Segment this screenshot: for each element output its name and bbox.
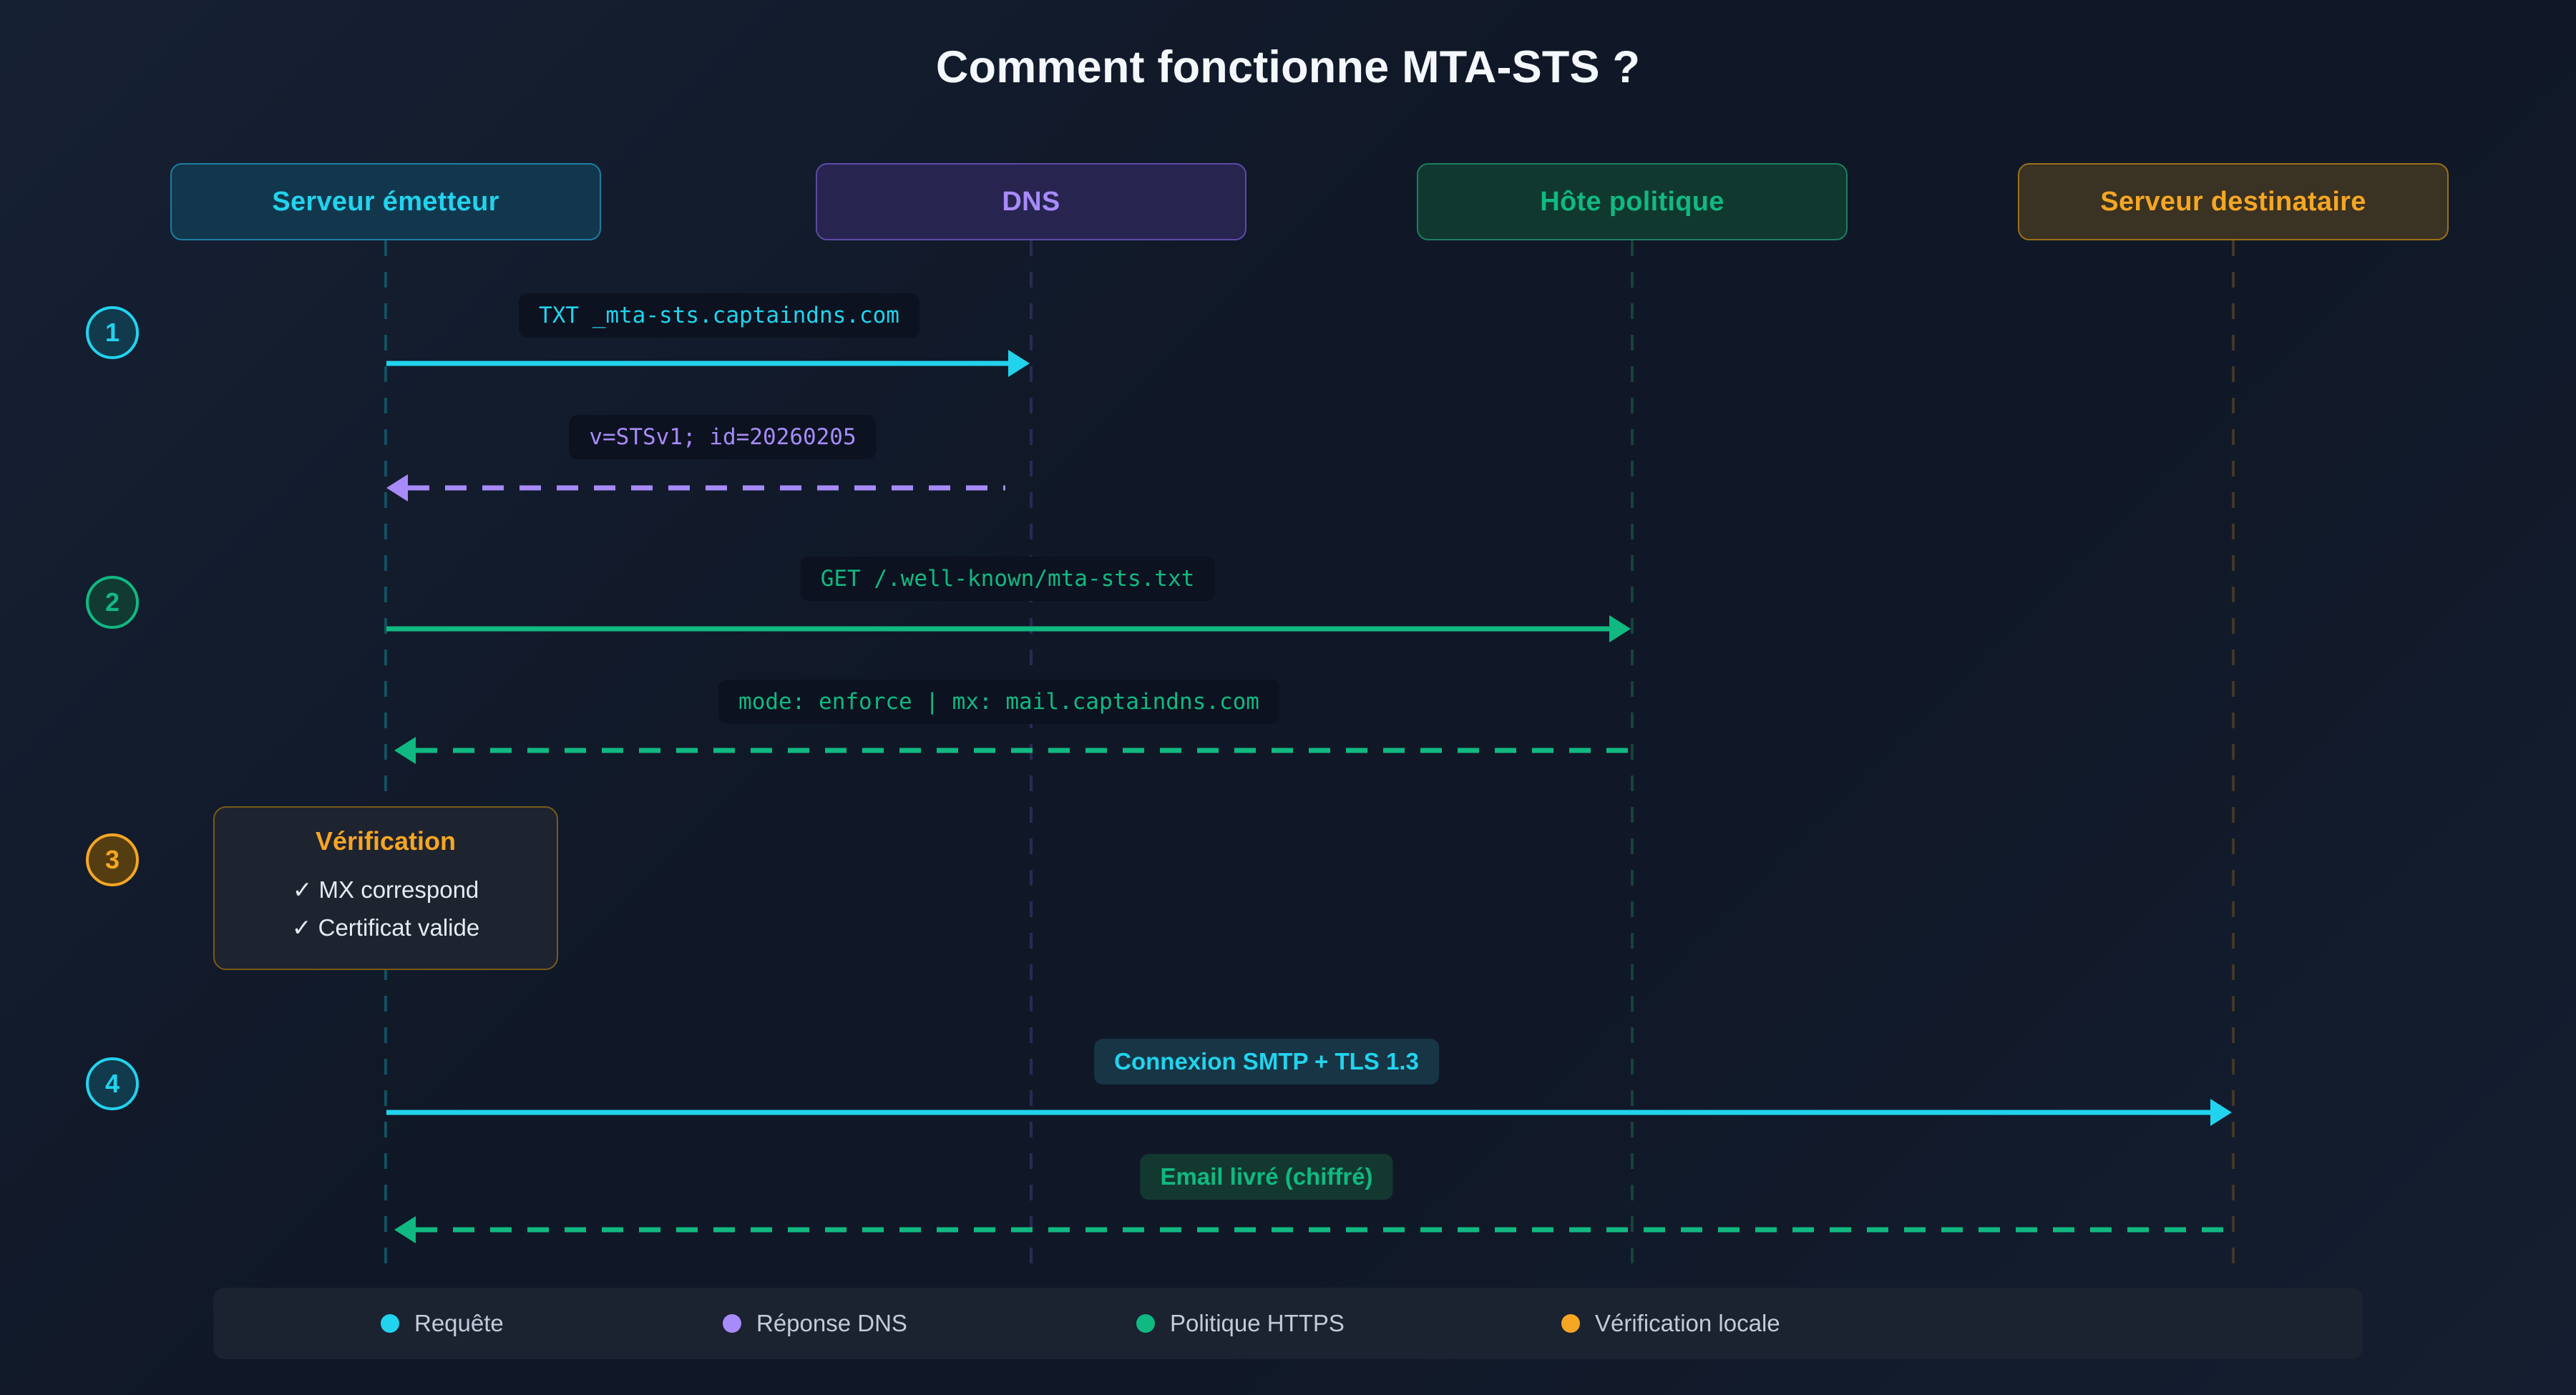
step-number: 2 (104, 587, 120, 617)
step-badge-2: 2 (86, 576, 139, 629)
arrow-head-icon (1008, 350, 1030, 377)
note-title: Vérification (315, 826, 457, 856)
arrow-shaft (386, 1110, 2210, 1115)
message-label-smtp-connection: Connexion SMTP + TLS 1.3 (1094, 1039, 1439, 1085)
lifeline-dns (1030, 240, 1033, 1278)
actor-header-dns[interactable]: DNS (816, 163, 1246, 240)
lifeline-sending-server (384, 240, 387, 1278)
arrow-shaft (386, 361, 1008, 366)
actor-label: Serveur émetteur (272, 186, 499, 217)
arrow-head-icon (394, 737, 416, 764)
legend-label: Requête (414, 1310, 504, 1336)
step-badge-3: 3 (86, 833, 139, 886)
legend-color-dot-icon (381, 1314, 399, 1333)
legend-item-dns-response: Réponse DNS (723, 1310, 907, 1337)
step-number: 1 (104, 318, 120, 347)
arrow-shaft (416, 748, 1631, 753)
message-label-policy-content: mode: enforce | mx: mail.captaindns.com (718, 680, 1279, 724)
legend-color-dot-icon (1136, 1314, 1155, 1333)
actor-label: Serveur destinataire (2100, 186, 2366, 217)
legend-item-local-verification: Vérification locale (1561, 1310, 1780, 1337)
arrow-shaft (408, 485, 1005, 491)
legend-label: Vérification locale (1595, 1310, 1780, 1336)
legend: Requête Réponse DNS Politique HTTPS Véri… (213, 1288, 2363, 1359)
lifeline-receiving-server (2232, 240, 2235, 1278)
legend-color-dot-icon (1561, 1314, 1580, 1333)
note-item-cert: ✓ Certificat valide (291, 914, 480, 941)
actor-label: DNS (1002, 186, 1060, 217)
legend-label: Politique HTTPS (1170, 1310, 1345, 1336)
actor-label: Hôte politique (1540, 186, 1724, 217)
actor-header-receiving-server[interactable]: Serveur destinataire (2018, 163, 2449, 240)
message-label-policy-get: GET /.well-known/mta-sts.txt (800, 557, 1215, 601)
legend-item-https-policy: Politique HTTPS (1136, 1310, 1345, 1337)
lifeline-policy-host (1631, 240, 1634, 1278)
arrow-shaft (416, 1227, 2232, 1233)
message-label-txt-query: TXT _mta-sts.captaindns.com (519, 293, 919, 338)
step-badge-4: 4 (86, 1057, 139, 1110)
note-verification: Vérification ✓ MX correspond ✓ Certifica… (213, 806, 558, 970)
legend-label: Réponse DNS (756, 1310, 907, 1336)
message-label-dns-response: v=STSv1; id=20260205 (569, 415, 877, 459)
legend-item-request: Requête (381, 1310, 504, 1337)
message-label-email-delivered: Email livré (chiffré) (1140, 1154, 1393, 1200)
arrow-head-icon (386, 474, 408, 501)
legend-color-dot-icon (723, 1314, 741, 1333)
note-item-mx: ✓ MX correspond (292, 876, 479, 903)
step-number: 4 (104, 1069, 120, 1098)
actor-header-policy-host[interactable]: Hôte politique (1417, 163, 1848, 240)
page-title: Comment fonctionne MTA-STS ? (935, 42, 1641, 92)
arrow-shaft (386, 626, 1609, 632)
actor-header-sending-server[interactable]: Serveur émetteur (170, 163, 601, 240)
arrow-head-icon (394, 1216, 416, 1243)
step-badge-1: 1 (86, 306, 139, 359)
arrow-head-icon (1609, 615, 1631, 642)
step-number: 3 (104, 845, 120, 874)
arrow-head-icon (2210, 1099, 2232, 1126)
